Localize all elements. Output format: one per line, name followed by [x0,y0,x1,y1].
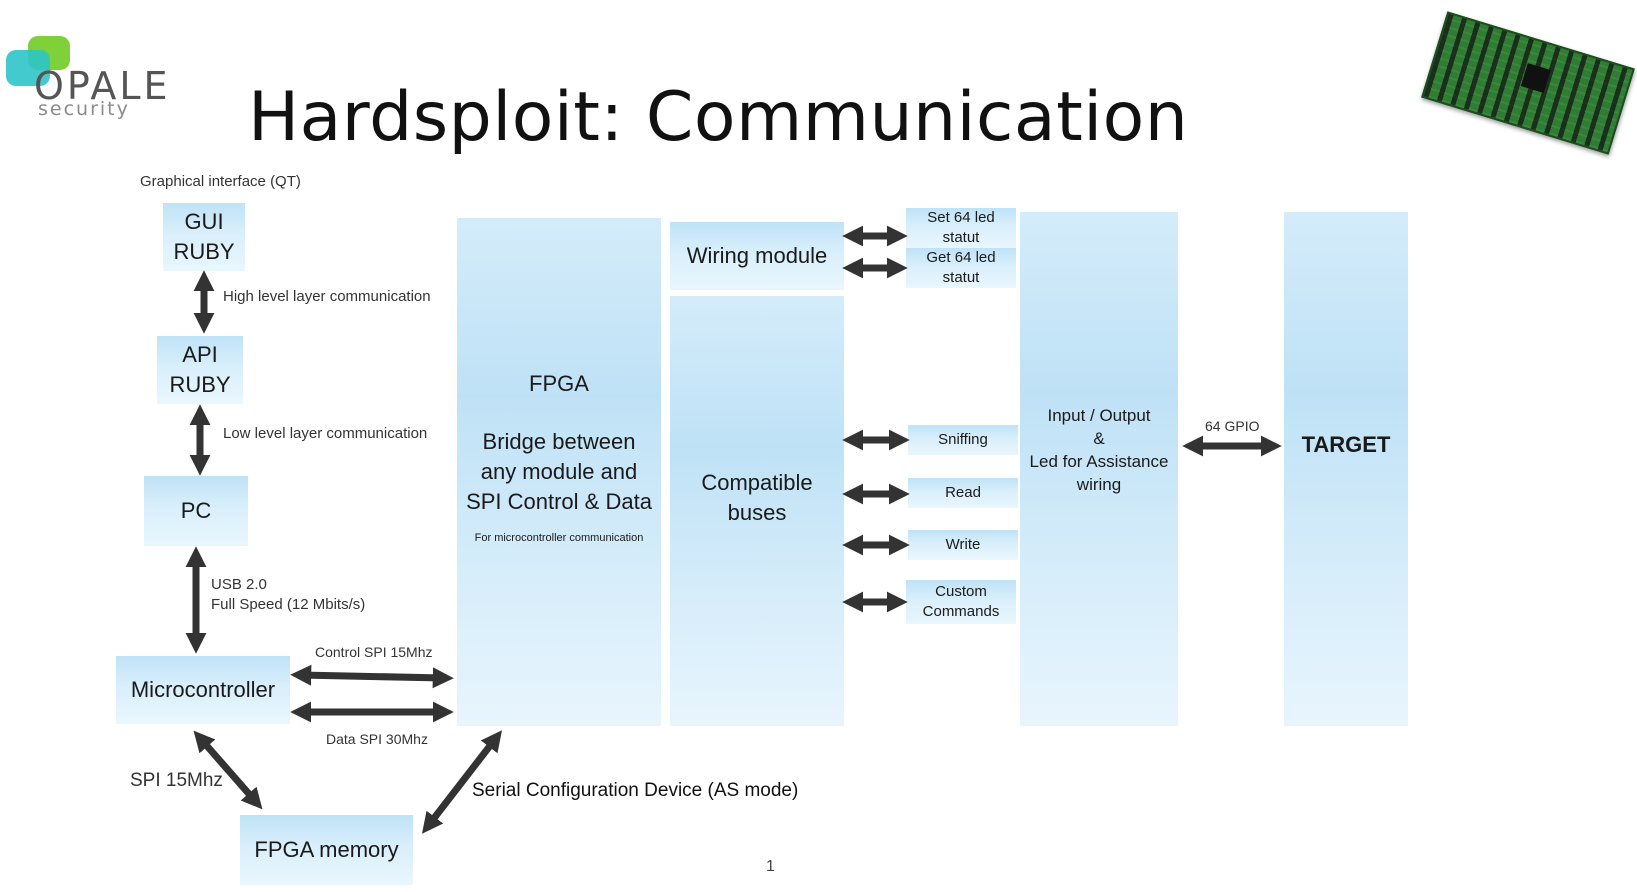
wiring-module-box: Wiring module [670,222,844,290]
get-led-box: Get 64 led statut [906,248,1016,288]
io-line3: Led for Assistance [1029,452,1169,471]
page-number: 1 [766,858,775,875]
custom-line2: Commands [922,603,1000,620]
data-spi-label: Data SPI 30Mhz [326,731,428,747]
io-line2: & [1093,429,1105,448]
fpga-line1: Bridge between [482,429,636,454]
usb-label-line1: USB 2.0 [211,576,267,593]
api-ruby-label: RUBY [169,372,231,397]
low-level-label: Low level layer communication [223,425,428,442]
gui-label: GUI [184,209,224,234]
read-box: Read [908,478,1018,508]
get-led-line2: statut [942,269,980,286]
control-spi-arrow [290,664,454,689]
set-led-line1: Set 64 led [927,209,995,226]
logo-brand-text: OPALE [34,64,171,108]
fpga-memory-label: FPGA memory [254,837,399,862]
write-label: Write [945,536,981,553]
sniffing-box: Sniffing [908,425,1018,455]
get-led-line1: Get 64 led [926,249,996,266]
micro-memory-arrow [193,730,263,810]
fpga-box: FPGA Bridge between any module and SPI C… [457,218,661,726]
usb-label-line2: Full Speed (12 Mbits/s) [211,596,366,613]
api-label: API [182,342,218,367]
api-ruby-box: API RUBY [157,336,243,404]
fpga-note: For microcontroller communication [474,532,644,544]
buses-label: buses [727,500,787,525]
io-line1: Input / Output [1047,406,1151,425]
io-box: Input / Output & Led for Assistance wiri… [1020,212,1178,726]
logo-teal-shape [6,50,50,86]
page-title: Hardsploit: Communication [248,78,1189,157]
custom-line1: Custom [935,583,987,600]
sniffing-label: Sniffing [938,431,988,448]
fpga-memory-arrow [422,730,502,834]
fpga-line3: SPI Control & Data [466,489,652,514]
pc-box: PC [144,476,248,546]
set-led-box: Set 64 led statut [906,208,1016,248]
gpio-label: 64 GPIO [1205,418,1260,434]
control-spi-label: Control SPI 15Mhz [315,644,433,660]
high-level-label: High level layer communication [223,288,431,305]
target-box: TARGET [1284,212,1408,726]
ruby-label: RUBY [173,239,235,264]
fpga-heading: FPGA [529,371,589,396]
pc-label: PC [180,498,212,523]
wiring-module-label: Wiring module [686,243,828,268]
compatible-buses-box: Compatible buses [670,296,844,726]
set-led-line2: statut [942,229,980,246]
custom-commands-box: Custom Commands [906,580,1016,624]
serial-config-label: Serial Configuration Device (AS mode) [472,780,799,801]
fpga-memory-box: FPGA memory [240,815,413,885]
fpga-line2: any module and [480,459,638,484]
microcontroller-box: Microcontroller [116,656,290,724]
write-box: Write [908,530,1018,560]
opale-logo: OPALE security [4,34,204,124]
compatible-label: Compatible [701,470,813,495]
gui-caption: Graphical interface (QT) [140,173,301,190]
gui-ruby-box: GUI RUBY [163,203,245,271]
logo-tagline: security [38,98,130,120]
target-label: TARGET [1301,432,1391,457]
microcontroller-label: Microcontroller [130,677,276,702]
io-line4: wiring [1076,475,1122,494]
read-label: Read [945,484,981,501]
